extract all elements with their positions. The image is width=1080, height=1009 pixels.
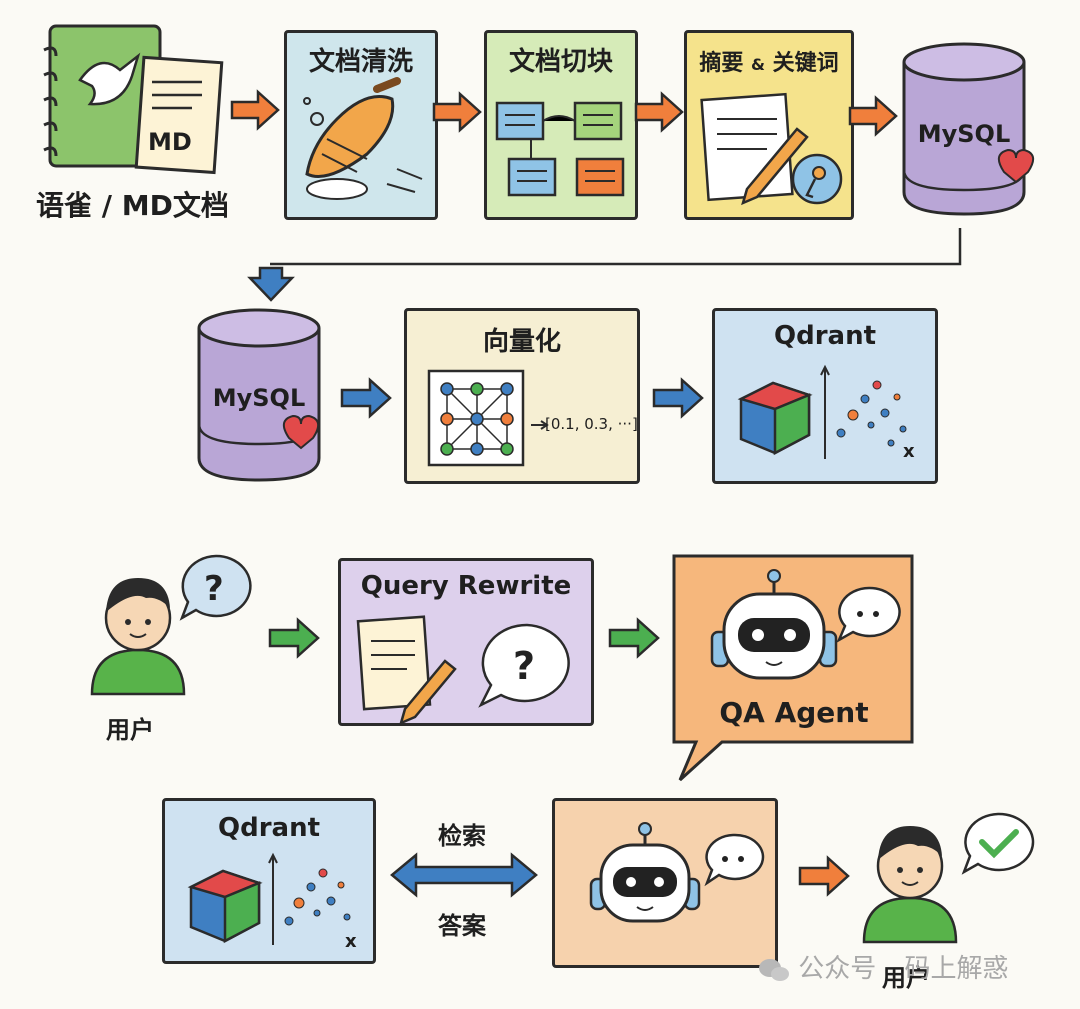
watermark-prefix: 公众号 bbox=[798, 954, 877, 984]
watermark: 公众号 码上解惑 bbox=[758, 948, 1009, 985]
cube-icon bbox=[187, 869, 263, 944]
step-summary-card: 摘要 & 关键词 bbox=[684, 30, 854, 220]
svg-text:?: ? bbox=[204, 569, 224, 609]
summary-label: 摘要 bbox=[699, 51, 744, 76]
mysql-db-middle: MySQL bbox=[195, 306, 325, 486]
database-icon bbox=[902, 42, 1035, 216]
db-name-top: MySQL bbox=[917, 120, 1011, 148]
agent-card-bottom bbox=[552, 798, 778, 968]
step-clean-title: 文档清洗 bbox=[308, 47, 413, 77]
connector-line bbox=[247, 228, 962, 302]
query-rewrite-card: Query Rewrite ? bbox=[338, 558, 594, 726]
axis-x-mark-bottom: x bbox=[345, 931, 357, 952]
qdrant-title-middle: Qdrant bbox=[773, 321, 877, 351]
chat-bubble-icon bbox=[836, 586, 901, 643]
watermark-name: 码上解惑 bbox=[904, 954, 1009, 984]
chunks-icon bbox=[495, 101, 625, 197]
axis-x-mark-middle: x bbox=[903, 441, 915, 462]
scatter-icon bbox=[820, 364, 907, 459]
source-label: 语雀 / MD文档 bbox=[36, 189, 229, 222]
qa-agent-card: QA Agent bbox=[674, 556, 914, 742]
summary-key-icon bbox=[700, 92, 843, 206]
qdrant-card-bottom: Qdrant x bbox=[162, 798, 376, 964]
robot-icon bbox=[710, 569, 838, 680]
step-clean-card: 文档清洗 bbox=[284, 30, 438, 220]
embedding-grid-icon bbox=[427, 369, 525, 467]
vector-sample: [0.1, 0.3, ···] bbox=[545, 415, 638, 433]
user-figure: ? 用户 bbox=[84, 548, 254, 748]
arrow-right-icon bbox=[634, 91, 684, 133]
qdrant-card-middle: Qdrant x bbox=[712, 308, 938, 484]
qdrant-title-bottom: Qdrant bbox=[217, 813, 321, 843]
user-avatar-icon bbox=[862, 826, 958, 944]
user-label: 用户 bbox=[106, 716, 154, 744]
vectorize-title: 向量化 bbox=[482, 327, 561, 357]
step-chunk-title: 文档切块 bbox=[508, 47, 613, 77]
rewrite-doc-icon bbox=[356, 615, 457, 726]
source-documents: MD bbox=[40, 20, 230, 180]
arrow-right-icon bbox=[652, 377, 704, 419]
cube-icon bbox=[737, 381, 813, 456]
broom-icon bbox=[303, 77, 423, 200]
db-name-middle: MySQL bbox=[212, 384, 306, 412]
vectorize-card: 向量化 [0.1, 0.3, ···] bbox=[404, 308, 640, 484]
arrow-right-icon bbox=[230, 89, 280, 131]
arrow-right-icon bbox=[268, 617, 320, 659]
mysql-db-top: MySQL bbox=[900, 40, 1035, 220]
arrow-right-icon bbox=[798, 855, 850, 897]
retrieve-label: 检索 bbox=[438, 822, 486, 850]
wechat-icon bbox=[759, 958, 789, 981]
step-summary-title: 摘要 & 关键词 bbox=[687, 45, 851, 77]
arrow-right-icon bbox=[432, 91, 482, 133]
notebook-icon bbox=[43, 24, 224, 175]
double-arrow-icon bbox=[390, 852, 538, 898]
ampersand: & bbox=[751, 55, 765, 74]
final-user-label: 用户 bbox=[882, 964, 930, 992]
scatter-icon bbox=[268, 852, 351, 945]
answer-label: 答案 bbox=[438, 912, 486, 940]
arrow-right-icon bbox=[848, 95, 898, 137]
keywords-label: 关键词 bbox=[772, 51, 839, 76]
question-bubble-icon: ? bbox=[478, 623, 570, 708]
arrow-small-icon bbox=[531, 420, 549, 430]
database-icon bbox=[197, 308, 321, 482]
qa-agent-title: QA Agent bbox=[719, 696, 869, 729]
robot-icon bbox=[589, 822, 701, 923]
user-avatar-icon bbox=[90, 578, 186, 696]
svg-text:?: ? bbox=[513, 644, 535, 688]
arrow-right-icon bbox=[340, 377, 392, 419]
step-chunk-card: 文档切块 bbox=[484, 30, 638, 220]
md-tag: MD bbox=[148, 128, 192, 156]
chat-bubble-icon bbox=[704, 833, 765, 887]
arrow-right-icon bbox=[608, 617, 660, 659]
check-bubble-icon bbox=[961, 812, 1035, 875]
query-rewrite-title: Query Rewrite bbox=[360, 571, 572, 601]
final-user-figure: 用户 bbox=[860, 800, 1040, 1000]
question-bubble-icon: ? bbox=[179, 554, 252, 621]
